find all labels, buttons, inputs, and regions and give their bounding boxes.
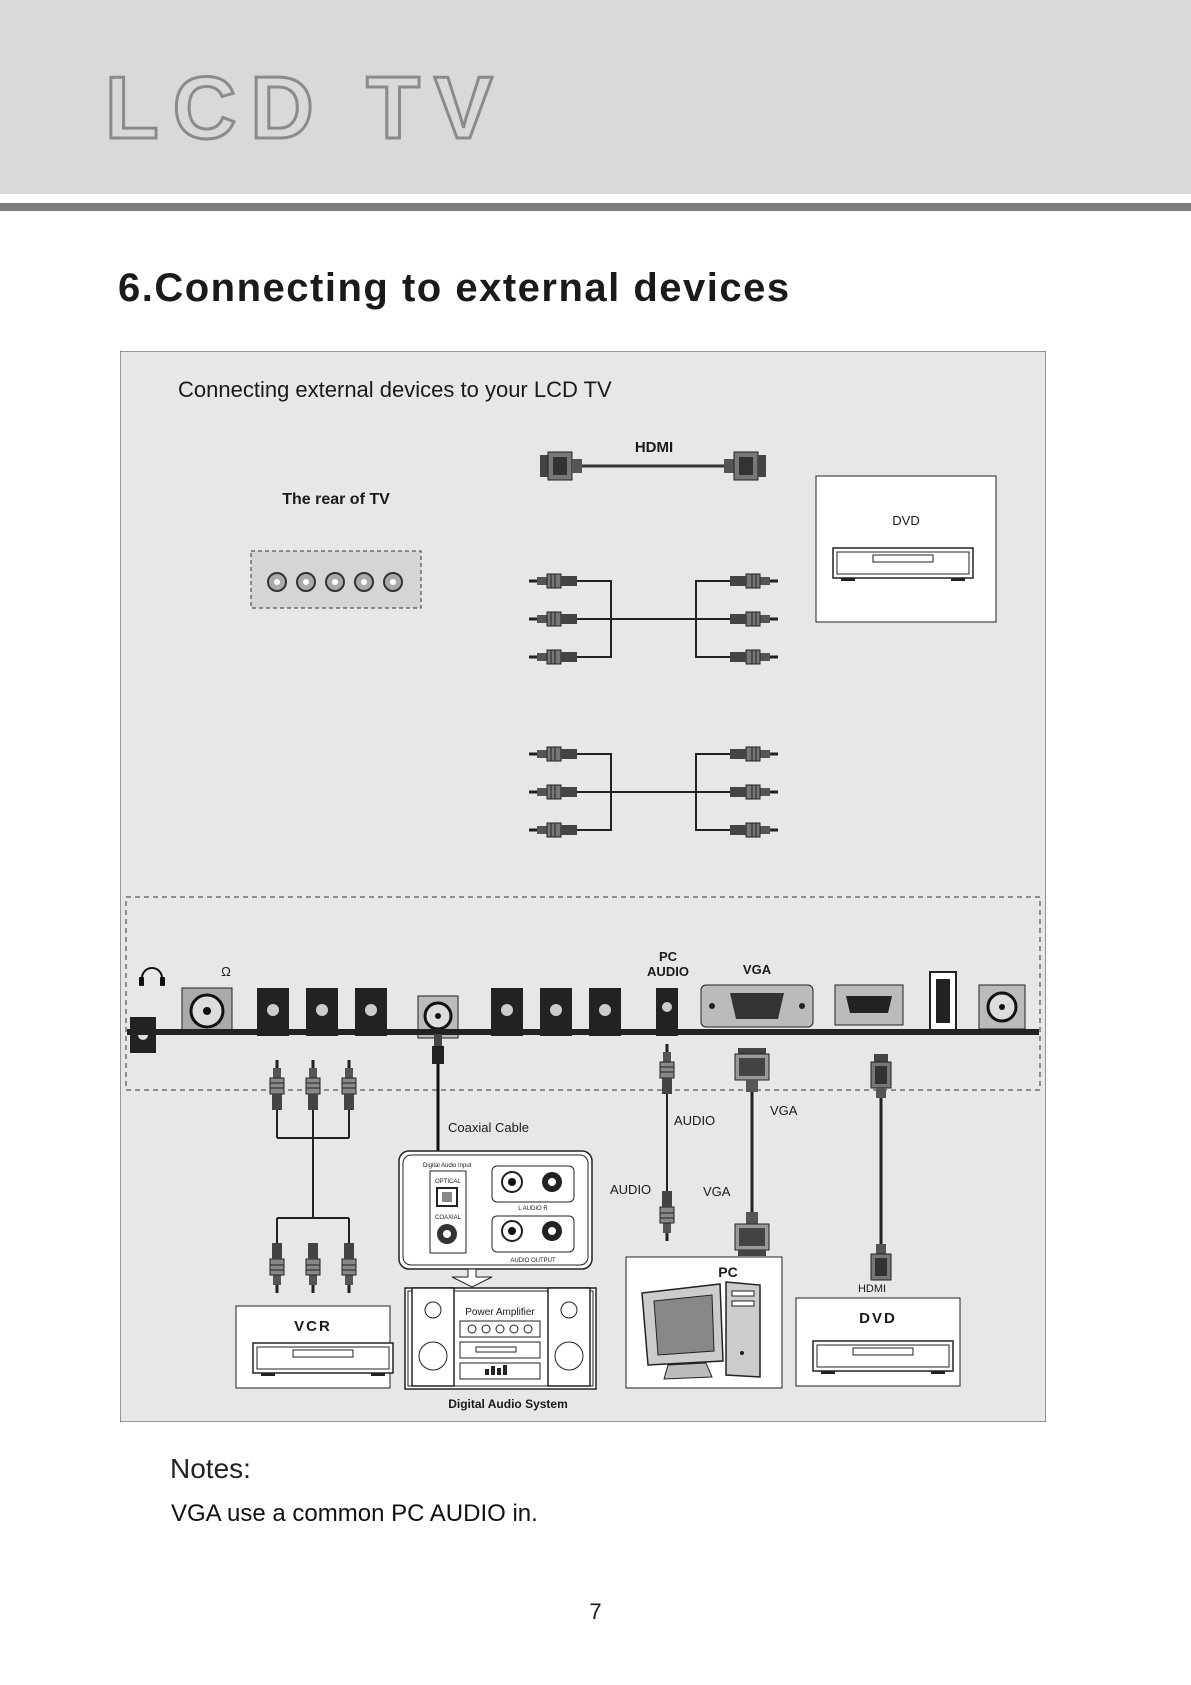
pc-audio-label-2: AUDIO	[647, 964, 689, 979]
rca-cable-set-1	[527, 572, 780, 666]
audio-label-lower: AUDIO	[610, 1182, 651, 1197]
connection-diagram: Connecting external devices to your LCD …	[120, 351, 1046, 1422]
audio-output-label: AUDIO OUTPUT	[510, 1258, 556, 1264]
pc-label: PC	[718, 1264, 737, 1280]
vcr-box	[235, 1305, 394, 1389]
pc-audio-label-1: PC	[659, 949, 678, 964]
dvd-bottom-label: DVD	[859, 1310, 897, 1327]
arrow-down-icon	[451, 1268, 493, 1288]
digital-audio-system-label: Digital Audio System	[448, 1397, 568, 1411]
section-title: 6.Connecting to external devices	[118, 266, 791, 310]
rear-of-tv-label: The rear of TV	[282, 491, 390, 508]
vcr-composite-cable	[268, 1058, 358, 1295]
ohm-label: Ω	[221, 964, 231, 979]
vga-cable	[734, 1048, 770, 1256]
lr-label: L AUDIO R	[518, 1206, 548, 1212]
vcr-label: VCR	[294, 1318, 332, 1335]
optical-label: OPTICAL	[435, 1179, 461, 1185]
audio-label-upper: AUDIO	[674, 1113, 715, 1128]
pc-box	[625, 1256, 783, 1389]
lcd-tv-logo: LCD TV	[105, 62, 507, 152]
page-number: 7	[589, 1599, 602, 1624]
rca-cable-set-2	[527, 745, 780, 839]
hdmi-cable-top	[540, 451, 766, 481]
amp-input-panel	[398, 1150, 593, 1270]
dvd-bottom-box	[795, 1297, 961, 1387]
coaxial-small-label: COAXIAL	[435, 1215, 462, 1221]
hdmi-bottom-label: HDMI	[858, 1283, 886, 1295]
vga-label-lower: VGA	[703, 1184, 731, 1199]
tv-port-row	[127, 971, 1039, 1053]
digital-audio-input-label: Digital Audio Input	[423, 1163, 472, 1169]
logo-text: LCD TV	[105, 62, 507, 152]
page-header	[0, 0, 1191, 194]
hdmi-cable-bottom	[870, 1054, 892, 1281]
vga-label-upper: VGA	[770, 1103, 798, 1118]
tv-port-region	[125, 896, 1041, 1091]
panel-heading: Connecting external devices to your LCD …	[178, 377, 612, 402]
header-rule	[0, 203, 1191, 211]
dvd-top-box	[815, 475, 997, 623]
power-amp-label: Power Amplifier	[465, 1307, 535, 1318]
hdmi-top-label: HDMI	[635, 439, 673, 456]
notes-text: VGA use a common PC AUDIO in.	[171, 1500, 538, 1527]
notes-heading: Notes:	[170, 1453, 251, 1484]
coaxial-cable-label: Coaxial Cable	[448, 1120, 529, 1135]
rear-of-tv-jacks	[250, 550, 422, 609]
headphone-icon	[139, 967, 165, 986]
dvd-top-label: DVD	[892, 513, 919, 528]
vga-port-label: VGA	[743, 962, 772, 977]
digital-audio-system	[404, 1287, 597, 1390]
pc-audio-cable	[658, 1042, 676, 1243]
